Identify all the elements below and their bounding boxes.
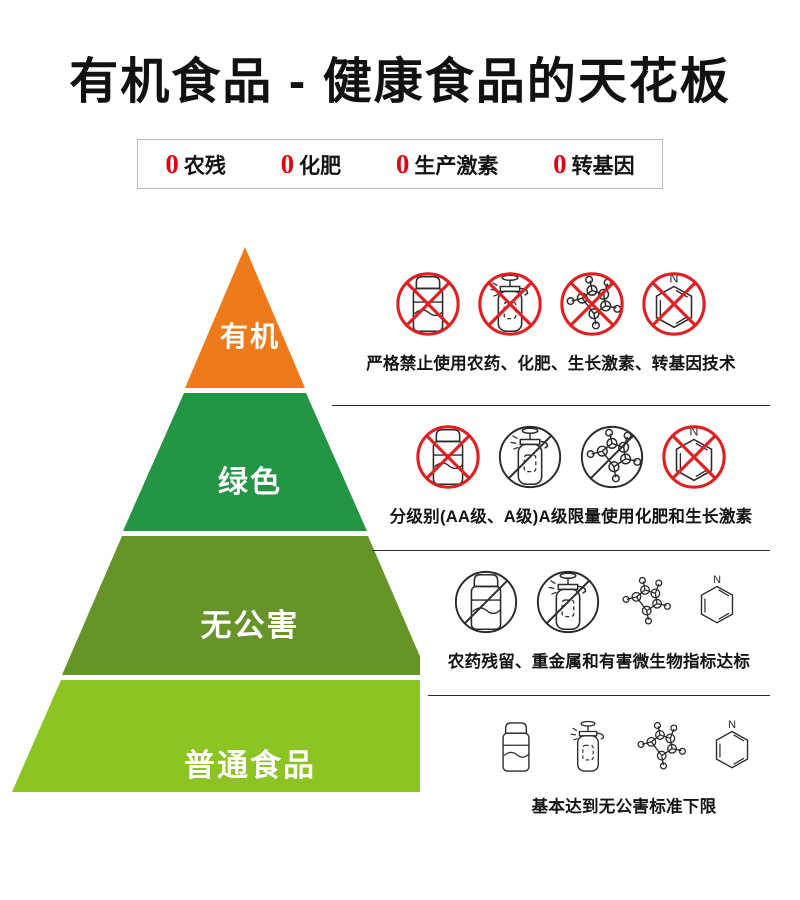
info-row-pollution-free: N 农药残留、重金属和有害微生物指标达标 (428, 551, 770, 696)
icon-strip: N (332, 253, 770, 349)
badge-nongcan: 0 农残 (165, 148, 226, 179)
badge-zero-value: 0 (165, 148, 179, 179)
fertilizer-sprayer-icon (559, 702, 617, 792)
pyramid-tier-ordinary (12, 680, 420, 792)
gmo-pyridine-ring-icon: N (703, 702, 761, 792)
badge-zero-value: 0 (553, 148, 567, 179)
fertilizer-sprayer-icon (476, 259, 544, 349)
svg-text:N: N (728, 719, 736, 731)
badge-label: 农残 (183, 154, 226, 178)
pyramid-tier-green (123, 393, 367, 531)
pesticide-bottle-icon (452, 557, 520, 647)
badge-zero-value: 0 (280, 148, 295, 179)
pesticide-bottle-icon (394, 259, 462, 349)
row-caption: 分级别(AA级、A级)A级限量使用化肥和生长激素 (389, 508, 753, 526)
pyramid-tier-pollution-free (62, 536, 420, 675)
row-caption: 基本达到无公害标准下限 (531, 798, 717, 816)
svg-text:N: N (689, 425, 698, 439)
hormone-molecule-icon (616, 557, 674, 647)
hormone-molecule-icon (558, 259, 626, 349)
row-caption: 严格禁止使用农药、化肥、生长激素、转基因技术 (366, 355, 736, 373)
badge-zhuanjiyin: 0 转基因 (553, 148, 635, 179)
icon-strip: N (428, 551, 770, 647)
header: 有机食品 - 健康食品的天花板 (0, 0, 800, 112)
pyramid-stage: 有机 绿色 无公害 普通食品 N (0, 235, 800, 835)
badge-label: 转基因 (571, 154, 635, 178)
pesticide-bottle-icon (414, 412, 482, 502)
zero-claims-badge-bar: 0 农残 0 化肥 0 生产激素 0 转基因 (137, 139, 663, 189)
badge-huafei: 0 化肥 (280, 148, 342, 179)
fertilizer-sprayer-icon (496, 412, 564, 502)
badge-label: 化肥 (299, 154, 342, 178)
tier-label-green: 绿色 (218, 466, 282, 499)
badge-zero-value: 0 (395, 148, 410, 179)
svg-text:N: N (669, 272, 678, 286)
icon-strip: N (478, 696, 770, 792)
badge-label: 生产激素 (414, 154, 499, 178)
row-caption: 农药残留、重金属和有害微生物指标达标 (447, 653, 751, 671)
page-title: 有机食品 - 健康食品的天花板 (69, 55, 731, 109)
gmo-pyridine-ring-icon: N (660, 412, 728, 502)
pesticide-bottle-icon (487, 702, 545, 792)
pyramid-tier-organic (185, 247, 305, 388)
gmo-pyridine-ring-icon: N (688, 557, 746, 647)
info-row-green: N 分级别(AA级、A级)A级限量使用化肥和生长激素 (372, 406, 770, 551)
tier-label-ordinary: 普通食品 (184, 748, 316, 783)
gmo-pyridine-ring-icon: N (640, 259, 708, 349)
tier-label-pollution-free: 无公害 (200, 608, 300, 643)
hormone-molecule-icon (631, 702, 689, 792)
hormone-molecule-icon (578, 412, 646, 502)
fertilizer-sprayer-icon (534, 557, 602, 647)
info-row-organic: N 严格禁止使用农药、化肥、生长激素、转基因技术 (332, 253, 770, 406)
info-row-ordinary: N 基本达到无公害标准下限 (478, 696, 770, 836)
svg-text:N: N (713, 574, 721, 586)
badge-shengchanjisu: 0 生产激素 (395, 148, 499, 179)
icon-strip: N (372, 406, 770, 502)
food-grade-pyramid (12, 247, 420, 792)
tier-label-organic: 有机 (219, 321, 280, 352)
